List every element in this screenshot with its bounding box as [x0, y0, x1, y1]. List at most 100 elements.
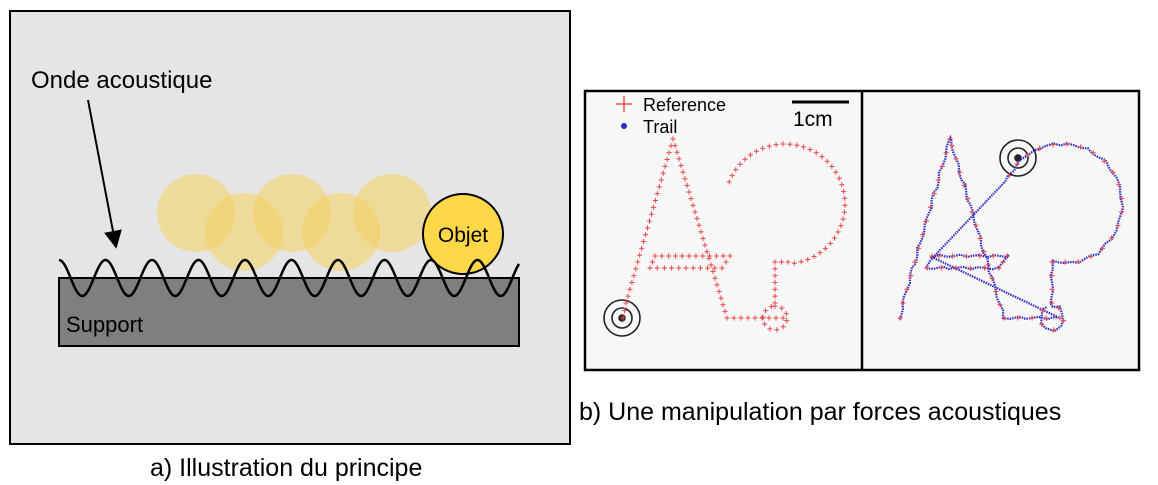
reference-point — [1075, 259, 1081, 265]
reference-point — [666, 150, 672, 156]
reference-point — [949, 143, 955, 149]
reference-point — [842, 195, 848, 201]
reference-point — [670, 136, 676, 142]
reference-point — [710, 268, 716, 275]
reference-point — [1119, 195, 1125, 201]
reference-point — [772, 266, 778, 272]
reference-point — [716, 288, 722, 295]
reference-point — [827, 240, 833, 247]
reference-point — [839, 182, 845, 188]
reference-point — [841, 209, 848, 215]
photo-left — [585, 91, 862, 370]
ghost-object — [353, 174, 431, 252]
reference-point — [676, 156, 682, 162]
acoustic-wave — [58, 258, 521, 298]
reference-point — [1014, 161, 1020, 167]
ghost-object-trail — [157, 174, 431, 271]
reference-point — [652, 253, 658, 259]
reference-point — [753, 148, 759, 154]
reference-point — [1056, 305, 1062, 311]
reference-point — [1029, 315, 1035, 321]
reference-point — [690, 265, 696, 271]
reference-point — [686, 189, 692, 195]
reference-point — [1062, 259, 1068, 265]
reference-point — [780, 141, 786, 147]
reference-point — [1004, 253, 1010, 259]
reference-point — [1039, 308, 1046, 314]
reference-point — [713, 253, 719, 259]
caption-panel-b: b) Une manipulation par forces acoustiqu… — [579, 398, 1062, 426]
reference-point — [642, 232, 649, 238]
reference-point — [724, 315, 730, 321]
reference-point — [684, 182, 690, 189]
reference-point — [660, 170, 666, 176]
wave-label: Onde acoustique — [31, 67, 212, 94]
reference-point — [900, 300, 906, 306]
reference-point — [949, 253, 956, 259]
reference-point — [729, 173, 735, 179]
reference-point — [908, 273, 914, 279]
reference-point — [989, 275, 995, 281]
reference-point — [706, 253, 713, 259]
reference-point — [737, 161, 743, 167]
panel-b-experiment: Reference Trail 1cm — [583, 89, 1141, 372]
reference-point — [683, 265, 689, 271]
reference-point — [800, 144, 807, 150]
reference-point — [698, 229, 704, 235]
reference-point — [731, 315, 737, 321]
reference-point — [953, 265, 959, 271]
reference-point — [705, 265, 711, 271]
reference-point — [772, 273, 778, 279]
legend-trail-label: Trail — [643, 117, 677, 137]
reference-point — [785, 259, 791, 265]
reference-point — [714, 282, 720, 288]
reference-point — [700, 235, 706, 242]
reference-point — [973, 222, 979, 228]
reference-point — [897, 315, 903, 321]
reference-point — [957, 169, 963, 175]
reference-point — [1115, 223, 1121, 229]
reference-point — [996, 265, 1002, 271]
reference-point — [961, 182, 967, 189]
reference-point — [772, 286, 778, 292]
reference-point — [672, 253, 679, 259]
reference-point — [700, 253, 706, 259]
reference-point — [768, 303, 774, 310]
reference-point — [831, 235, 838, 241]
reference-point — [694, 215, 700, 222]
reference-point — [1108, 235, 1115, 241]
legend-reference-marker — [616, 96, 632, 112]
photo-right — [862, 91, 1139, 370]
reference-point — [1061, 318, 1067, 324]
reference-point — [712, 275, 718, 281]
reference-point — [773, 142, 779, 148]
reference-point — [841, 188, 847, 195]
reference-point — [666, 253, 672, 259]
reference-point — [706, 255, 712, 261]
reference-point — [672, 143, 678, 149]
reference-point — [649, 259, 656, 265]
reference-point — [727, 253, 733, 259]
reference-point — [720, 253, 726, 259]
reference-point — [963, 253, 969, 259]
reference-point — [904, 286, 910, 292]
reference-point — [647, 265, 653, 271]
reference-point — [726, 179, 732, 185]
scale-label: 1cm — [793, 108, 833, 131]
reference-point — [656, 184, 662, 190]
reference-point — [1037, 145, 1043, 151]
wave-arrow — [87, 99, 122, 249]
reference-point — [629, 279, 635, 286]
reference-point — [1064, 141, 1070, 147]
reference-point — [639, 245, 645, 251]
reference-point — [696, 222, 702, 228]
reference-point — [659, 253, 665, 259]
reference-point — [702, 242, 708, 248]
reference-point — [772, 303, 778, 309]
reference-point — [947, 136, 953, 142]
reference-point — [623, 300, 629, 306]
reference-point — [924, 265, 930, 271]
reference-point — [798, 259, 804, 265]
reference-point — [676, 265, 682, 271]
